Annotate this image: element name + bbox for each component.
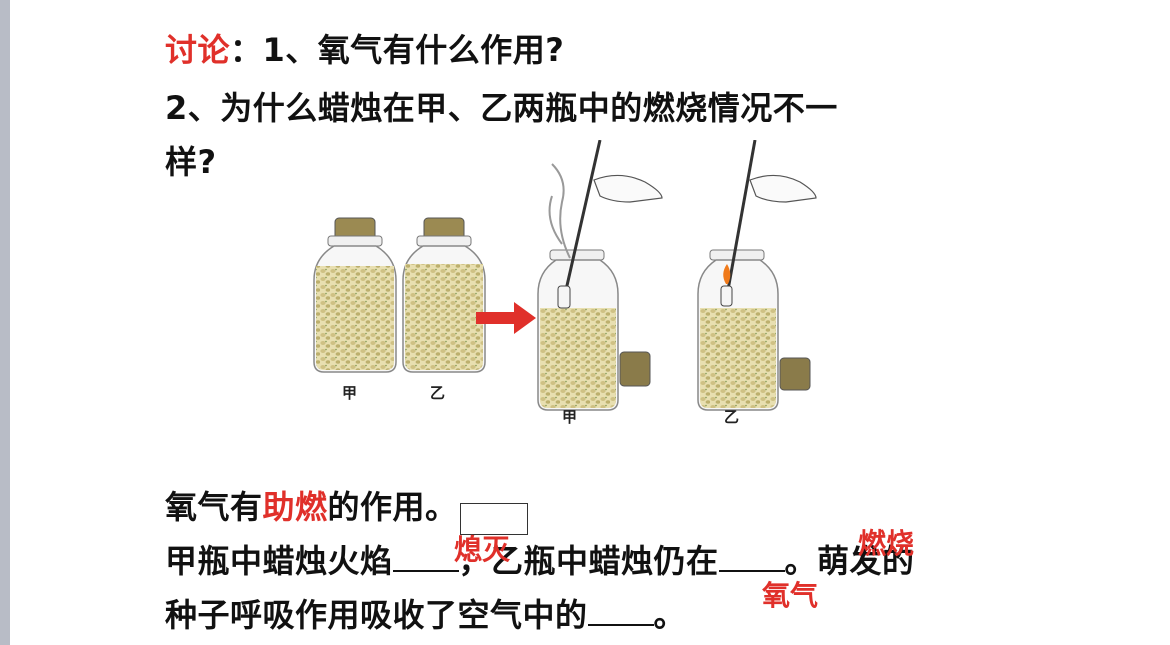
label-yi-2: 乙	[724, 408, 739, 426]
label-yi-1: 乙	[430, 384, 445, 402]
answer-burning: 燃烧	[858, 527, 915, 560]
answer-1-prefix: 氧气有	[165, 488, 263, 526]
blank-2	[718, 540, 785, 572]
answer-2-part-a: 甲瓶中蜡烛火焰	[165, 542, 393, 580]
answer-3-part-c: 。	[653, 596, 687, 634]
question-2-line1: 2、为什么蜡烛在甲、乙两瓶中的燃烧情况不一	[165, 89, 838, 127]
bottle-yi-open	[697, 140, 817, 411]
answer-line-1: 氧气有助燃的作用。	[165, 487, 458, 527]
red-arrow-icon	[476, 302, 536, 334]
candle-flame-icon	[723, 264, 731, 284]
answer-1-combustion: 助燃	[262, 488, 328, 526]
answer-3-part-a: 种子呼吸作用吸收了空气中的	[165, 596, 588, 634]
answer-line-2: 甲瓶中蜡烛火焰 ，乙瓶中蜡烛仍在 。萌发的	[165, 540, 915, 581]
question-2-line2: 样?	[165, 143, 217, 181]
blank-3	[587, 594, 654, 626]
discussion-label: 讨论	[165, 31, 231, 69]
answer-oxygen: 氧气	[762, 579, 819, 612]
answer-line-3: 种子呼吸作用吸收了空气中的 。	[165, 594, 686, 635]
colon: ：	[230, 31, 263, 69]
question-1-line: 讨论：1、氧气有什么作用?	[165, 30, 564, 70]
label-jia-1: 甲	[342, 384, 357, 402]
bottle-jia-sealed	[313, 217, 397, 373]
blank-1	[392, 540, 459, 572]
label-jia-2: 甲	[562, 408, 577, 426]
question-1: 1、氧气有什么作用?	[262, 31, 565, 69]
bottle-experiment-illustration: 甲 乙 甲 乙	[313, 140, 817, 426]
bottle-yi-sealed	[402, 217, 486, 373]
bottle-jia-open	[537, 140, 663, 411]
answer-2-part-c: 。萌发的	[784, 542, 915, 580]
empty-answer-box	[460, 503, 528, 535]
slide-left-edge	[0, 0, 10, 645]
answer-extinguished: 熄灭	[454, 533, 511, 566]
answer-1-suffix: 的作用。	[327, 488, 458, 526]
answer-2-part-b: ，乙瓶中蜡烛仍在	[458, 542, 719, 580]
